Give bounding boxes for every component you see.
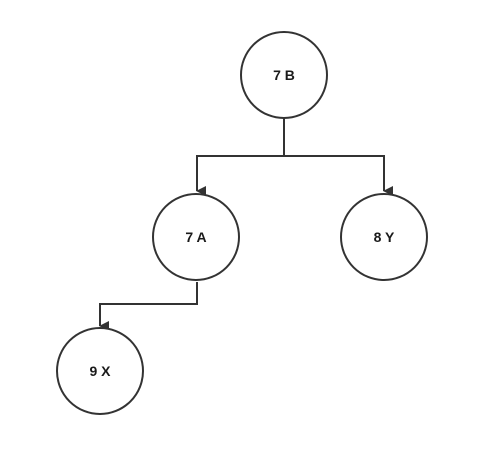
- node-right-label: 8 Y: [374, 229, 395, 245]
- node-left: 7 A: [152, 193, 240, 281]
- edge-root-to-right: [284, 155, 393, 196]
- edges: [99, 118, 393, 331]
- node-root-circle: [240, 31, 328, 119]
- edge-root-to-left: [196, 155, 284, 196]
- node-left-circle: [152, 193, 240, 281]
- node-left-label: 7 A: [185, 229, 206, 245]
- node-root-label: 7 B: [273, 67, 295, 83]
- node-left-left-circle: [56, 327, 144, 415]
- node-left-left-label: 9 X: [89, 363, 111, 379]
- node-right-circle: [340, 193, 428, 281]
- node-right: 8 Y: [340, 193, 428, 281]
- node-root: 7 B: [240, 31, 328, 119]
- node-left-left: 9 X: [56, 327, 144, 415]
- edge-left-to-leftleft: [99, 282, 198, 331]
